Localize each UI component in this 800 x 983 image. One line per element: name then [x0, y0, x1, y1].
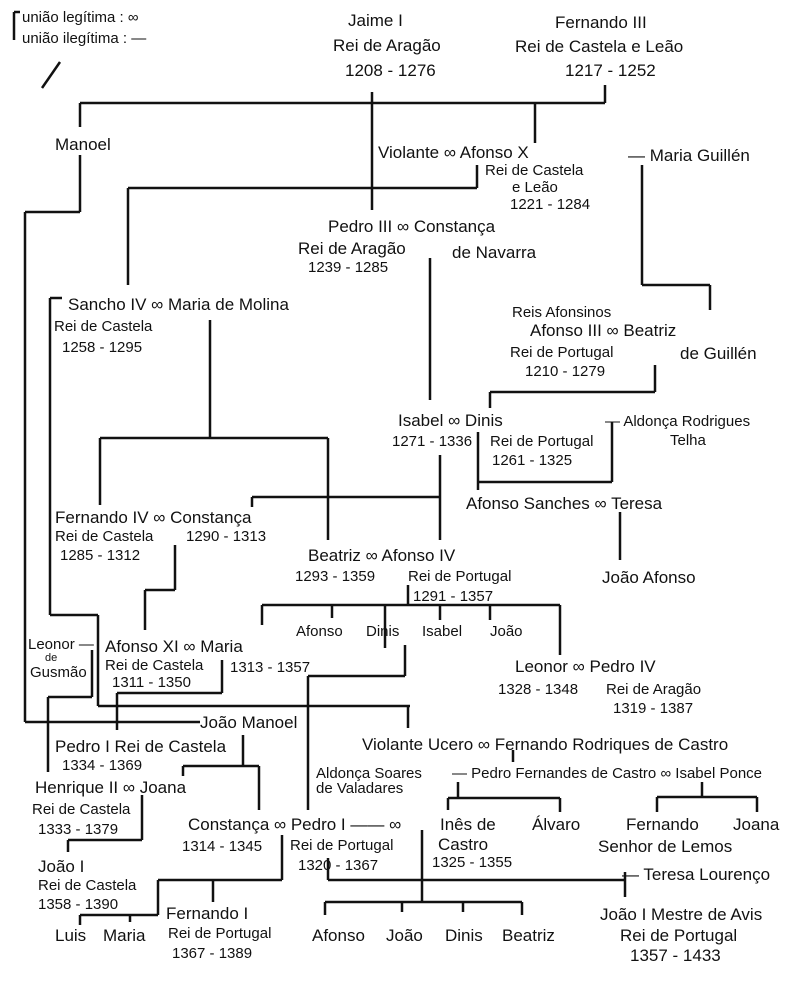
afonso10-couple: Violante ∞ Afonso X [378, 143, 529, 162]
afonso4-dates: 1291 - 1357 [413, 588, 494, 605]
aldonca-soares: Aldonça Soares [316, 765, 422, 782]
jaime1-name: Jaime I [348, 11, 403, 30]
pedro4-dates: 1319 - 1387 [613, 700, 694, 717]
maria-guillen: — Maria Guillén [628, 146, 750, 165]
reis-afonsinos: Reis Afonsinos [512, 304, 612, 321]
constanca-title: de Navarra [452, 243, 537, 262]
afonso10-title1: Rei de Castela [485, 162, 584, 179]
afonso4-child: Isabel [422, 623, 463, 640]
aldonca-soares-2: de Valadares [316, 780, 404, 797]
pedro4-title: Rei de Aragão [606, 681, 702, 698]
violante-ucero: Violante Ucero ∞ Fernando Rodriques de C… [362, 735, 729, 754]
afonso10-title2: e Leão [512, 179, 558, 196]
joao1-avis: João I Mestre de Avis [600, 905, 763, 924]
fernando4-dates: 1285 - 1312 [60, 547, 141, 564]
pedro3-title: Rei de Aragão [298, 239, 406, 258]
beatriz-title: de Guillén [680, 344, 757, 363]
teresa-lourenco: — Teresa Lourenço [622, 865, 771, 884]
pedro1-castela: Pedro I Rei de Castela [55, 737, 227, 756]
afonso-sanches: Afonso Sanches ∞ Teresa [466, 494, 663, 513]
leonor-gusmao-surname: Gusmão [30, 664, 87, 681]
leonor-gusmao-de: de [45, 652, 58, 664]
fernando1-title: Rei de Portugal [168, 925, 272, 942]
afonso3-title: Rei de Portugal [510, 344, 614, 361]
fernando-lemos-title: Senhor de Lemos [598, 837, 733, 856]
dinis-dates: 1261 - 1325 [492, 452, 573, 469]
afonso4-couple: Beatriz ∞ Afonso IV [308, 546, 456, 565]
joao-manoel: João Manoel [200, 713, 298, 732]
leonor-gusmao: Leonor — [28, 636, 94, 653]
maria-dates: 1313 - 1357 [230, 659, 311, 676]
child-maria: Maria [103, 926, 146, 945]
alvaro: Álvaro [532, 815, 581, 834]
pedro1-title: Rei de Portugal [290, 837, 394, 854]
fernando4-couple: Fernando IV ∞ Constança [55, 508, 252, 527]
henrique2-title: Rei de Castela [32, 801, 131, 818]
ines-child: João [386, 926, 423, 945]
dinis-title: Rei de Portugal [490, 433, 594, 450]
fernando4-title: Rei de Castela [55, 528, 154, 545]
fernando1-dates: 1367 - 1389 [172, 945, 253, 962]
afonso3-couple: Afonso III ∞ Beatriz [530, 321, 677, 340]
joao1-avis-dates: 1357 - 1433 [630, 946, 721, 965]
legend-illegitimate: união ilegítima : — [22, 30, 147, 47]
sancho4-dates: 1258 - 1295 [62, 339, 143, 356]
pedro1-dates: 1320 - 1367 [298, 857, 379, 874]
joana-castro: Joana [733, 815, 780, 834]
fernando3-dates: 1217 - 1252 [565, 61, 656, 80]
sancho4-title: Rei de Castela [54, 318, 153, 335]
henrique2-dates: 1333 - 1379 [38, 821, 119, 838]
joao1-castela-title: Rei de Castela [38, 877, 137, 894]
ines-name2: Castro [438, 835, 489, 854]
pedro3-dates: 1239 - 1285 [308, 259, 389, 276]
afonso10-dates: 1221 - 1284 [510, 196, 591, 213]
henrique2-couple: Henrique II ∞ Joana [35, 778, 187, 797]
aldonca-rodrigues: — Aldonça Rodrigues [605, 413, 751, 430]
joao1-avis-title: Rei de Portugal [620, 926, 738, 945]
manoel: Manoel [55, 135, 111, 154]
beatriz-dates: 1293 - 1359 [295, 568, 376, 585]
joao1-castela: João I [38, 857, 85, 876]
isabel-dates: 1271 - 1336 [392, 433, 473, 450]
ines-child: Afonso [312, 926, 365, 945]
ines-dates: 1325 - 1355 [432, 854, 513, 871]
afonso11-dates: 1311 - 1350 [112, 674, 191, 691]
joao1-castela-dates: 1358 - 1390 [38, 896, 119, 913]
pedro4-couple: Leonor ∞ Pedro IV [515, 657, 656, 676]
afonso11-couple: Afonso XI ∞ Maria [105, 637, 243, 656]
afonso3-dates: 1210 - 1279 [525, 363, 606, 380]
ines-child: Beatriz [502, 926, 555, 945]
pedro1-castela-dates: 1334 - 1369 [62, 757, 143, 774]
jaime1-title: Rei de Aragão [333, 36, 441, 55]
fernando-lemos: Fernando [626, 815, 699, 834]
legend-legitimate: união legítima : ∞ [22, 9, 139, 26]
leonor-dates: 1328 - 1348 [498, 681, 579, 698]
pedro3-couple: Pedro III ∞ Constança [328, 217, 496, 236]
fernando1: Fernando I [166, 904, 249, 923]
afonso11-title: Rei de Castela [105, 657, 204, 674]
child-luis: Luis [55, 926, 87, 945]
jaime1-dates: 1208 - 1276 [345, 61, 436, 80]
pedro1-couple: Constança ∞ Pedro I —— ∞ [188, 815, 402, 834]
fernando3-title: Rei de Castela e Leão [515, 37, 684, 56]
ines-name: Inês de [440, 815, 496, 834]
dinis-couple: Isabel ∞ Dinis [398, 411, 503, 430]
afonso4-child: Afonso [296, 623, 343, 640]
pedro-fernandes: — Pedro Fernandes de Castro ∞ Isabel Pon… [452, 765, 763, 782]
constanca-dates: 1314 - 1345 [182, 838, 263, 855]
afonso4-child: João [490, 623, 523, 640]
afonso4-title: Rei de Portugal [408, 568, 512, 585]
ines-child: Dinis [445, 926, 483, 945]
sancho4-couple: Sancho IV ∞ Maria de Molina [68, 295, 289, 314]
joao-afonso: João Afonso [602, 568, 696, 587]
fernando3-name: Fernando III [555, 13, 647, 32]
aldonca-telha: Telha [670, 432, 706, 449]
afonso4-child: Dinis [366, 623, 400, 640]
constanca-dates: 1290 - 1313 [186, 528, 267, 545]
